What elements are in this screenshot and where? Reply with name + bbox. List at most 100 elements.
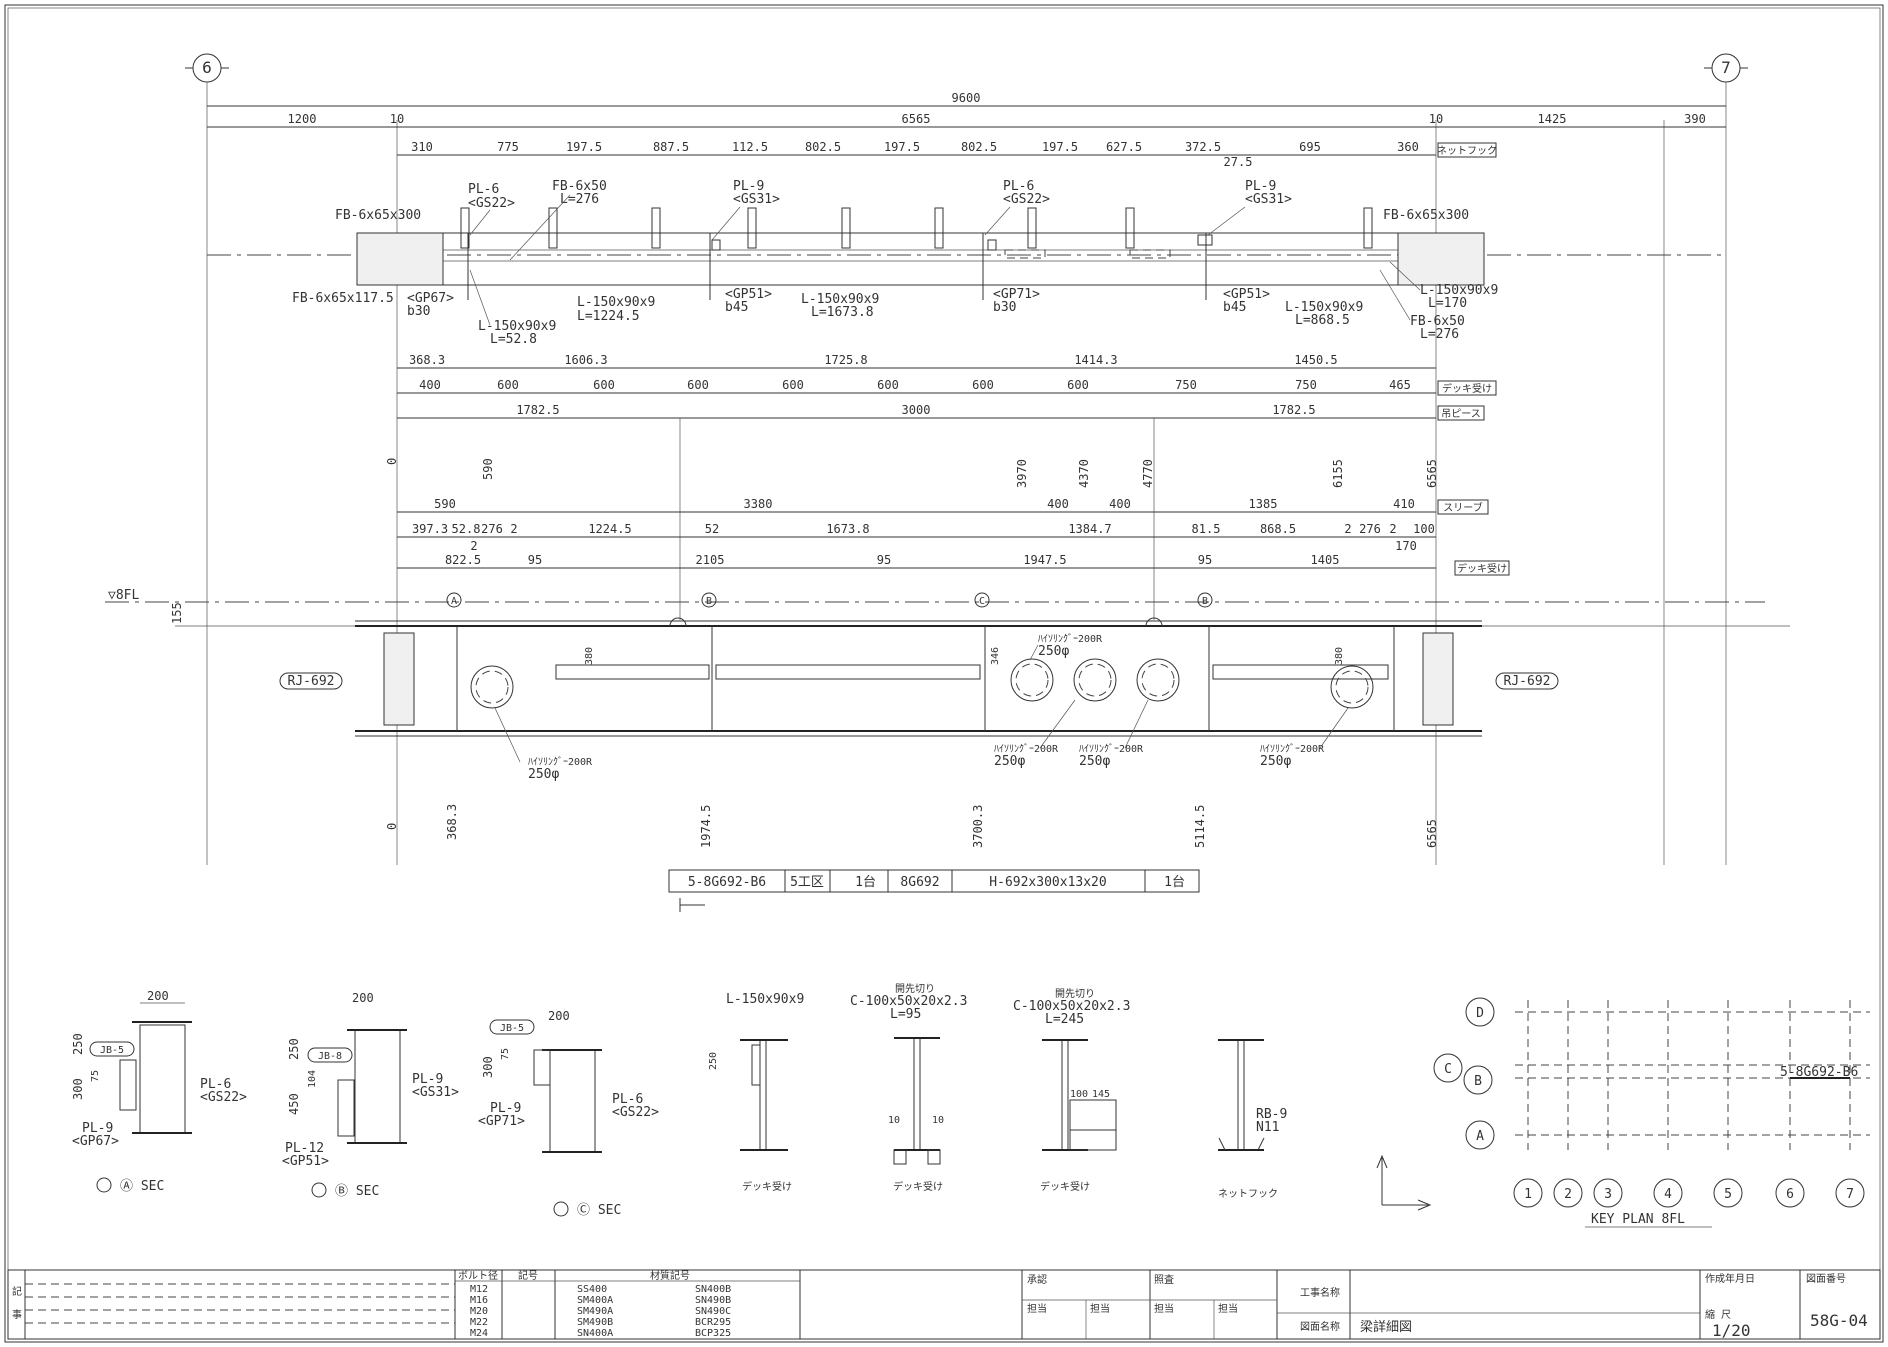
tb-mat2-1: SN490B [695,1295,731,1306]
sleeve-3-dia: 250φ [994,754,1025,769]
tb-bolt-2: M16 [470,1295,488,1306]
sec-a-pl1s: <GS22> [200,1090,247,1105]
grid-label-left: 6 [202,58,212,77]
angle-elev-2 [715,664,981,680]
label-b45-b: b45 [1223,300,1246,315]
tb-mat2-3: BCR295 [695,1317,731,1328]
sleeve-1-dia: 250φ [1038,644,1069,659]
tb-bolt-1: M12 [470,1284,488,1295]
dim-row7b-0: 2 [470,539,477,553]
tb-check-1: 担当 [1154,1302,1174,1315]
label-l12245: L=1224.5 [577,309,640,324]
sec-c-h3: 75 [500,1048,511,1060]
label-l16738: L=1673.8 [811,305,874,320]
detail-2-len: L=95 [890,1007,921,1022]
dim-row6-4: 1385 [1249,497,1278,511]
tb-check-2: 担当 [1218,1302,1238,1315]
vdim-3970: 3970 [1015,459,1029,488]
member-zone: 5工区 [790,875,824,890]
label-fb-1175: FB-6x65x117.5 [292,291,394,306]
tb-mat-head: 材質記号 [650,1269,690,1282]
label-b30-a: b30 [407,304,430,319]
label-pl6-a: PL-6 [468,182,499,197]
member-mark: 5-8G692-B6 [688,875,766,890]
dim-row6-2: 400 [1047,497,1069,511]
dim-row2-8: 197.5 [1042,140,1078,154]
detail-2-title: C-100x50x20x2.3 [850,994,967,1009]
detail-1-dim: 250 [708,1052,719,1070]
detail-4-sub: N11 [1256,1120,1279,1135]
dim-row2-0: 310 [411,140,433,154]
dim-row4-8: 750 [1175,378,1197,392]
label-gs22-a: <GS22> [468,196,515,211]
tag-sleeve-label: スリーブ [1443,501,1482,514]
tb-mark-head: 記号 [518,1269,538,1282]
dim-row4-10: 465 [1389,378,1411,392]
detail-2-note: 開先切り [895,983,935,995]
sleeve-5-name: ﾊｲｿﾘﾝｸﾞｰ200R [1260,743,1325,755]
rj-label-left: RJ-692 [288,674,335,689]
sleeve-3-name: ﾊｲｿﾘﾝｸﾞｰ200R [994,743,1059,755]
sec-b-title: Ⓑ SEC [335,1184,379,1199]
bdim-51145: 5114.5 [1193,805,1207,848]
dim-row7-4: 1224.5 [588,522,631,536]
label-angle-e: L-150x90x9 [1420,283,1498,298]
tb-mat1-1: SM400A [577,1295,613,1306]
key-col-6: 6 [1786,1187,1794,1202]
key-plan: 5-8G692-B6 D C B A 1 2 3 4 5 6 7 KEY PLA… [1433,997,1870,1228]
dim-row7-2: 276 [481,522,503,536]
label-gs31-a: <GS31> [733,192,780,207]
vertical-dims: 0 590 3970 4370 4770 6155 6565 [385,458,1439,488]
sec-a-h3: 75 [90,1070,101,1082]
tb-bolt-4: M22 [470,1317,488,1328]
fb-plate-left [356,232,444,286]
label-gs31-b: <GS31> [1245,192,1292,207]
detail-3-cap: デッキ受け [1040,1180,1090,1193]
dim-row7-13: 100 [1413,522,1435,536]
dim-row2-9: 627.5 [1106,140,1142,154]
sec-a-title: Ⓐ SEC [120,1179,164,1194]
sleeve-4-name: ﾊｲｿﾘﾝｸﾞｰ200R [1079,743,1144,755]
dim-row4-1: 600 [497,378,519,392]
dim-row2-3: 887.5 [653,140,689,154]
label-l8685: L=868.5 [1295,313,1350,328]
dim-row7-10: 2 [1344,522,1351,536]
detail-1-title: L-150x90x9 [726,992,804,1007]
sec-a-width: 200 [147,989,169,1003]
title-block: 記 事 ボルト径 M12 M16 M20 M22 M24 記号 材質記号 SS4… [7,1269,1881,1340]
label-angle-a: L-150x90x9 [478,319,556,334]
dim-row7-9: 868.5 [1260,522,1296,536]
detail-2-d2: 10 [932,1115,944,1126]
key-plan-member: 5-8G692-B6 [1780,1065,1858,1080]
label-angle-b: L-150x90x9 [577,295,655,310]
detail-3-d2: 145 [1092,1089,1110,1100]
rj-tag-left [279,672,343,690]
member-qty: 1台 [855,875,876,890]
tb-bolt-3: M20 [470,1306,488,1317]
dim-row4-3: 600 [687,378,709,392]
detail-2-cap: デッキ受け [893,1180,943,1193]
tb-mat2-2: SN490C [695,1306,731,1317]
sec-c-title: Ⓒ SEC [577,1203,621,1218]
sleeve-holes [470,658,1374,709]
section-b: 200 250 450 104 JB-8 PL-9 <GS31> PL-12 <… [282,991,459,1199]
dim-row7-7: 1384.7 [1068,522,1111,536]
member-code: 8G692 [900,875,939,890]
bdim-0: 0 [385,823,399,830]
detail-3-title: C-100x50x20x2.3 [1013,999,1130,1014]
dim-row2-12: 360 [1397,140,1419,154]
detail-1-cap: デッキ受け [742,1180,792,1193]
rj-tag-right [1495,672,1559,690]
dim-row3-3: 1414.3 [1074,353,1117,367]
detail-net-hook: RB-9 N11 ネットフック [1218,1039,1287,1200]
label-b30-b: b30 [993,300,1016,315]
sec-a-h1: 250 [71,1033,85,1055]
gusset-lines [467,233,1207,300]
sec-b-pl1s: <GS31> [412,1085,459,1100]
dim-row6-5: 410 [1393,497,1415,511]
dim-row6-1: 3380 [744,497,773,511]
dim-row1-a: 1200 [288,112,317,126]
dim-row2-1: 775 [497,140,519,154]
sec-b-pl1: PL-9 [412,1072,443,1087]
